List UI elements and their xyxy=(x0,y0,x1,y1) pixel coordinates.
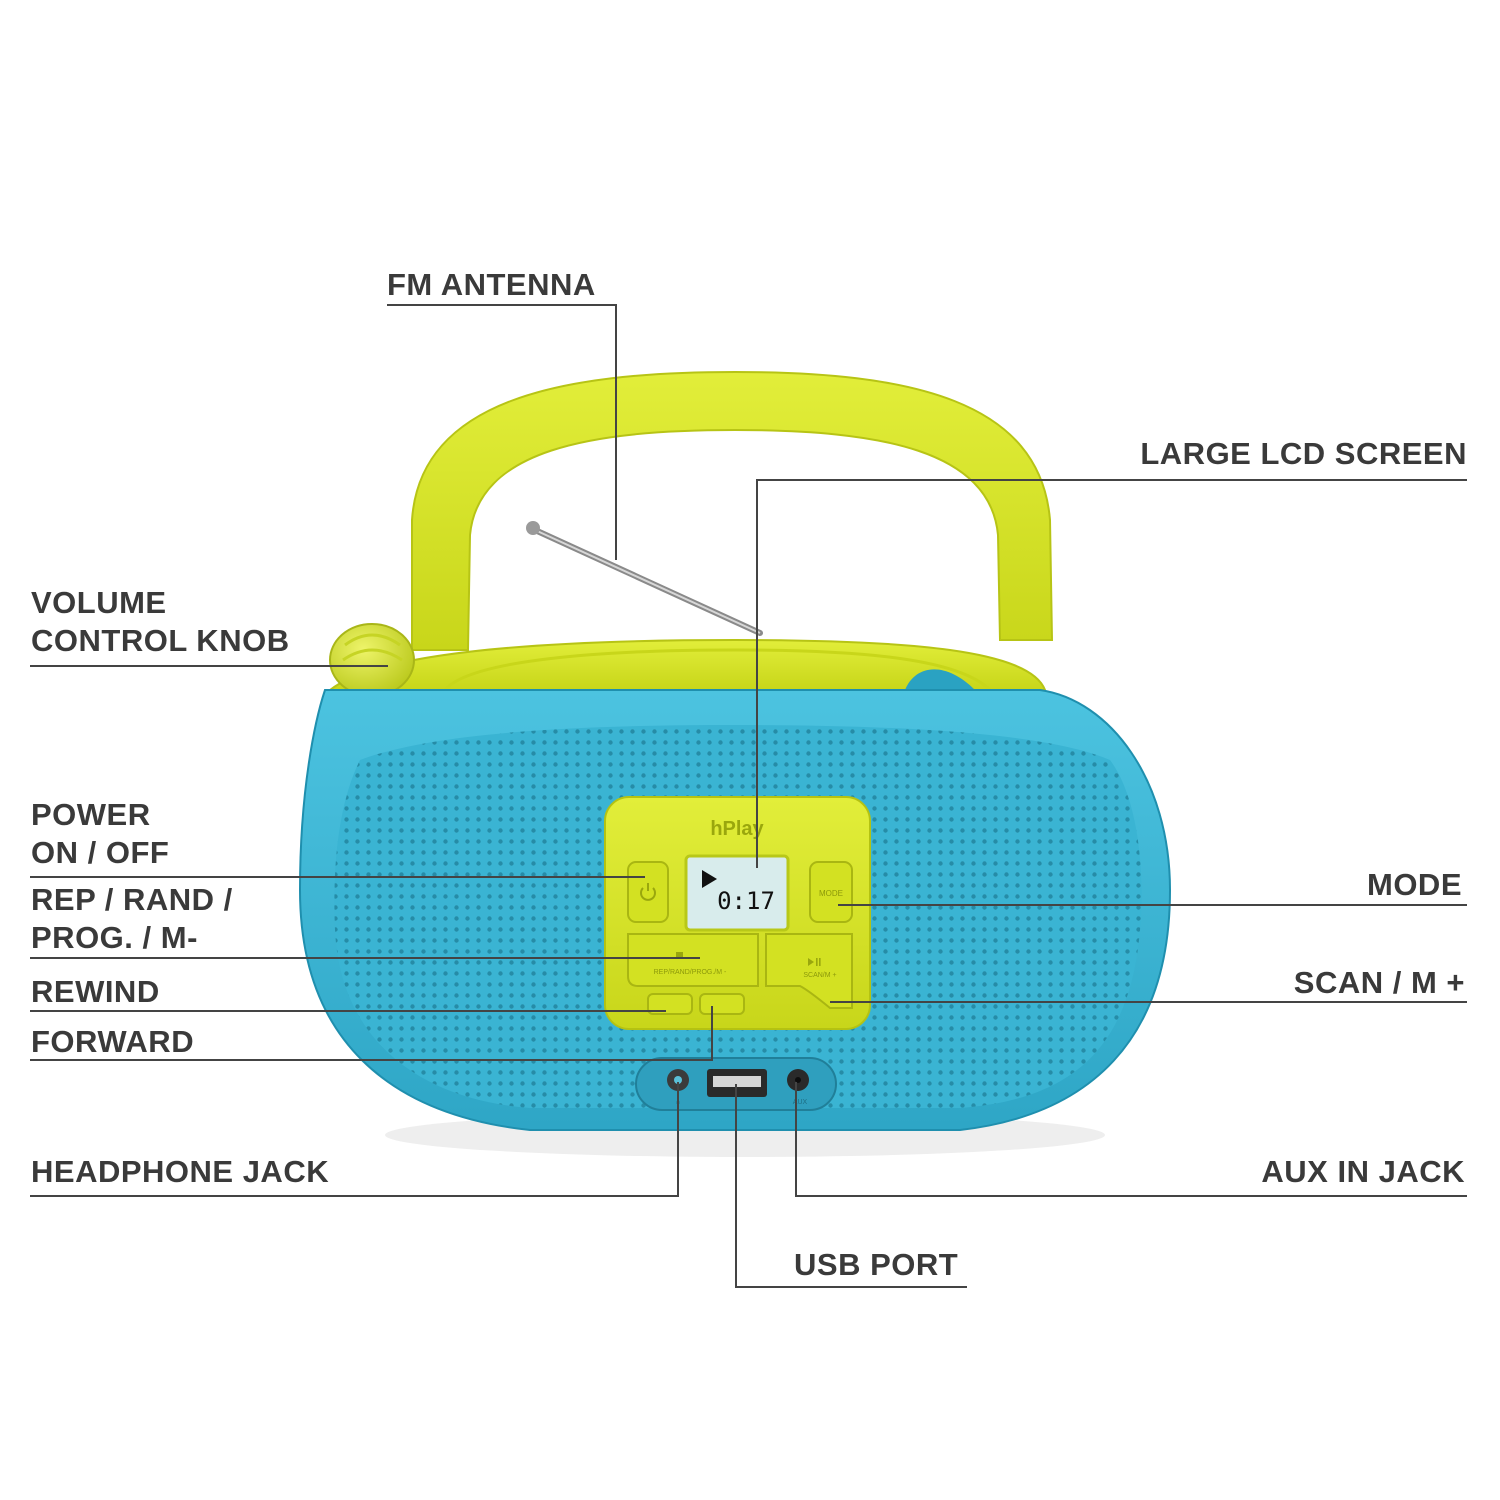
label-aux-in-jack: AUX IN JACK xyxy=(1261,1154,1465,1189)
rep-button-label: REP/RAND/PROG./M - xyxy=(654,969,727,976)
label-forward: FORWARD xyxy=(31,1024,195,1059)
label-large-lcd-screen: LARGE LCD SCREEN xyxy=(1140,436,1467,471)
leader-aux xyxy=(795,1082,1467,1197)
scan-button xyxy=(765,933,853,1009)
label-power-on-off: POWER ON / OFF xyxy=(31,797,170,870)
label-mode: MODE xyxy=(1367,867,1462,902)
carry-handle xyxy=(411,370,1054,651)
scan-button-label: SCAN/M + xyxy=(803,972,836,979)
stop-icon xyxy=(676,952,683,959)
usb-port-shape xyxy=(707,1069,767,1097)
label-fm-antenna: FM ANTENNA xyxy=(387,267,596,302)
aux-jack-shape xyxy=(787,1069,809,1091)
mode-button-label: MODE xyxy=(819,889,843,898)
leader-usb xyxy=(735,1084,967,1288)
label-rewind: REWIND xyxy=(31,974,160,1009)
brand-logo: hPlay xyxy=(710,818,764,840)
label-headphone-jack: HEADPHONE JACK xyxy=(31,1154,330,1189)
play-indicator-icon xyxy=(702,870,717,888)
aux-mark: AUX xyxy=(793,1099,808,1106)
power-icon xyxy=(640,883,656,901)
leader-forward xyxy=(30,1006,713,1061)
leader-fm-antenna xyxy=(387,304,617,560)
lcd-screen xyxy=(684,854,790,932)
leader-lcd xyxy=(756,479,1467,868)
headphone-jack-shape xyxy=(667,1069,689,1091)
play-pause-icon xyxy=(808,958,821,966)
mode-button xyxy=(809,861,853,923)
label-usb-port: USB PORT xyxy=(794,1247,959,1282)
rep-rand-button xyxy=(627,933,759,987)
label-rep-rand-prog: REP / RAND / PROG. / M- xyxy=(31,882,233,955)
rewind-button xyxy=(647,993,693,1015)
lcd-time-readout: 0:17 xyxy=(717,887,775,915)
leader-headphone xyxy=(30,1082,679,1197)
label-scan-m-plus: SCAN / M + xyxy=(1293,965,1465,1000)
fm-antenna-rod xyxy=(526,521,763,636)
label-volume-control-knob: VOLUME CONTROL KNOB xyxy=(31,585,290,658)
